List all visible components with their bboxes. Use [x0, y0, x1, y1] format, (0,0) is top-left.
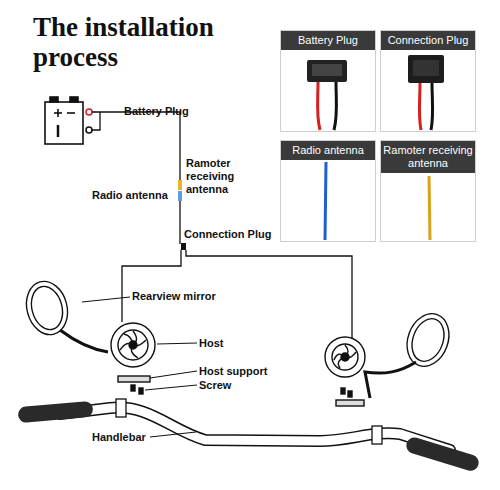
remote-antenna-wire	[429, 176, 430, 240]
handlebar-drawing	[17, 399, 480, 473]
part-label: Radio antenna	[92, 189, 177, 202]
part-label: Handlebar	[92, 431, 172, 444]
part-label: Connection Plug	[184, 228, 294, 241]
battery-symbol	[45, 97, 83, 144]
radio-antenna-wire	[325, 162, 326, 240]
panel-header: Connection Plug	[381, 31, 475, 50]
panel-header: Battery Plug	[281, 31, 375, 50]
photo-panel: Battery Plug	[280, 30, 376, 132]
diagram-title: The installation process	[33, 12, 248, 72]
photo-panel: Ramoter receiving antenna	[380, 140, 476, 242]
part-label: Screw	[199, 379, 259, 392]
panel-header: Ramoter receiving antenna	[381, 141, 475, 173]
photo-panel: Radio antenna	[280, 140, 376, 242]
panel-header: Radio antenna	[281, 141, 375, 160]
photo-panel: Connection Plug	[380, 30, 476, 132]
part-label: Rearview mirror	[132, 290, 242, 303]
connection-plug-photo	[408, 55, 444, 130]
leader-lines	[82, 297, 197, 437]
battery-plug-photo	[307, 60, 347, 130]
part-label: Ramoter receiving antenna	[186, 157, 266, 196]
part-label: Host	[199, 337, 259, 350]
part-label: Host support	[199, 365, 289, 378]
part-label: Battery Plug	[124, 105, 224, 118]
